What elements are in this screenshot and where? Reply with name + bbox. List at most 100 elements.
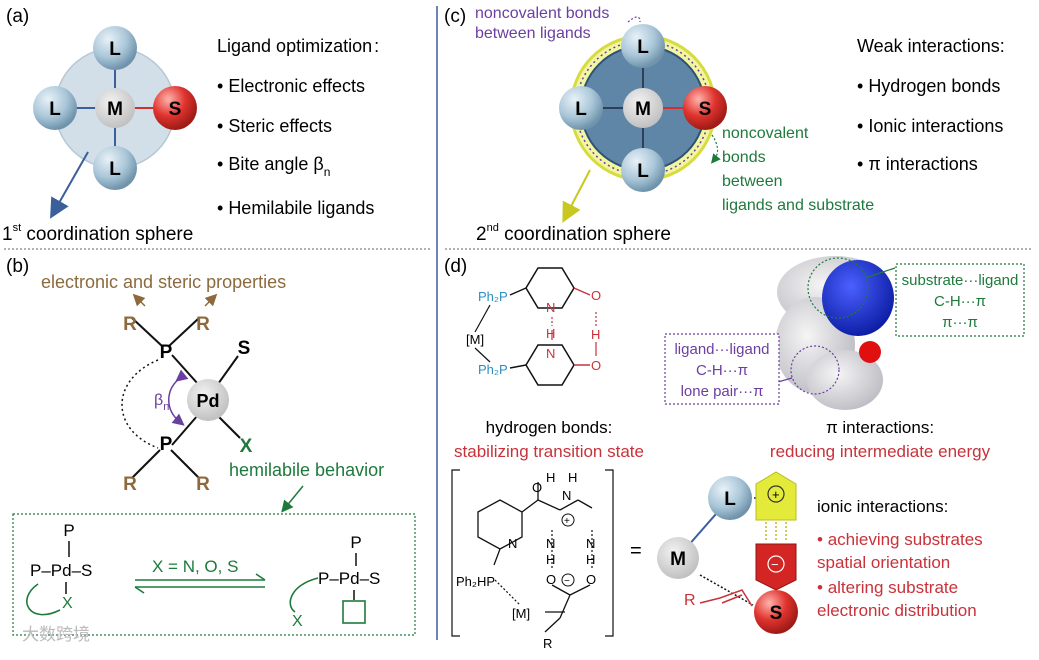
ligand-note-line: between ligands <box>475 25 591 42</box>
second-sphere-label: 2nd coordination sphere <box>476 222 671 245</box>
metal-sphere <box>657 537 699 579</box>
bond <box>544 617 561 633</box>
charge-circle <box>767 555 785 573</box>
ionic-title: ionic interactions: <box>817 497 948 516</box>
bond <box>474 347 491 363</box>
anion-tag <box>755 543 797 591</box>
props-arrow <box>132 293 146 307</box>
alkene-chain <box>699 589 753 607</box>
substrate-label: S <box>169 99 182 120</box>
pointer <box>777 377 793 383</box>
bond <box>509 287 527 296</box>
box-line: π···π <box>942 314 978 331</box>
oxygen-label: O <box>591 358 601 373</box>
r-group-label: R <box>123 474 137 495</box>
pi-subtitle: reducing intermediate energy <box>770 442 991 461</box>
bond <box>217 415 241 439</box>
highlight-ring <box>807 257 869 319</box>
panel-d: (d) Ph₂P [M] Ph₂P N H N O H O hydrogen b… <box>444 256 1025 651</box>
sphere-arrow <box>50 151 89 219</box>
ionic-bullet-1-cont: spatial orientation <box>817 553 950 572</box>
phosphorus-label: P <box>160 434 173 455</box>
bullet-bite-angle: • Bite angle βn <box>217 154 330 179</box>
charge-plus: + <box>564 516 570 527</box>
bond <box>168 317 200 347</box>
substrate-sphere <box>754 590 798 634</box>
props-label: electronic and steric properties <box>41 272 286 292</box>
equals-sign: = <box>630 540 642 562</box>
ligand-top <box>93 26 137 70</box>
oxygen-label: O <box>586 572 596 587</box>
metal-label: [M] <box>512 606 530 621</box>
right-complex-label: P–Pd–S <box>318 569 380 588</box>
bond <box>131 449 161 479</box>
bond <box>131 317 163 347</box>
hydrogen-label: H <box>546 552 555 567</box>
oxygen-label: O <box>532 480 542 495</box>
substrate-sphere <box>683 86 727 130</box>
weak-interactions-heading: Weak interactions: <box>857 36 1005 56</box>
coordination-bond <box>494 579 521 606</box>
watermark: 大数跨境 <box>22 625 90 644</box>
r-group-label: R <box>684 592 696 609</box>
bond <box>170 449 200 479</box>
bond <box>171 354 199 385</box>
ligand-sphere <box>708 476 752 520</box>
charge-minus: − <box>771 557 779 572</box>
highlight-ring <box>790 345 840 395</box>
reverse-arrowhead <box>134 586 145 594</box>
substrate-surface <box>822 260 894 336</box>
bond <box>537 499 561 511</box>
bullet-hemilabile: • Hemilabile ligands <box>217 198 374 218</box>
panel-d-tag: (d) <box>444 256 467 277</box>
hemilabile-label: hemilabile behavior <box>229 460 384 480</box>
ligand-bottom <box>93 146 137 190</box>
ligand-left <box>559 86 603 130</box>
phosphine-label: Ph₂P <box>478 289 508 304</box>
bond <box>217 355 239 385</box>
ligand-label: L <box>109 39 121 60</box>
substrate-label: S <box>770 603 783 624</box>
ionic-cartoon: + − L M S R <box>657 471 798 634</box>
metal-label: [M] <box>466 332 484 347</box>
nitrogen-label: N <box>562 488 571 503</box>
metal-center <box>95 88 135 128</box>
bracket-right <box>605 469 614 637</box>
hydrogen-label: H <box>591 327 600 342</box>
first-sphere-label: 1st coordination sphere <box>2 222 193 245</box>
hydrogen-label: H <box>546 470 555 485</box>
ligand-label: L <box>724 489 736 510</box>
hemilabile-atom-label: X <box>240 436 253 457</box>
nitrogen-label: N <box>546 300 555 315</box>
metal-center <box>623 88 663 128</box>
substrate-ligand-box <box>895 263 1025 337</box>
box-line: ligand···ligand <box>674 341 769 358</box>
bond <box>521 499 539 513</box>
box-line: substrate···ligand <box>902 272 1019 289</box>
bond <box>509 364 527 369</box>
ligand-note-pointer <box>627 16 641 23</box>
nitrogen-label: N <box>546 536 555 551</box>
hbond-subtitle: stabilizing transition state <box>454 442 644 461</box>
pyridine-ring <box>477 499 523 550</box>
chelate-arc <box>26 583 61 616</box>
oxygen-label: O <box>591 288 601 303</box>
bite-angle-arc <box>168 369 189 426</box>
hydrogen-label: H <box>546 326 555 341</box>
bond <box>474 304 491 333</box>
bond <box>559 499 579 511</box>
ligand-label: L <box>109 159 121 180</box>
ligand-label: L <box>637 37 649 58</box>
bite-angle-label: βn <box>154 392 169 413</box>
bullet-ionic: • Ionic interactions <box>857 116 1003 136</box>
metal-label: M <box>635 99 651 120</box>
phosphorus-label: P <box>63 521 74 540</box>
x-label: X <box>62 595 73 612</box>
chelate-arc <box>289 577 319 613</box>
panel-b-tag: (b) <box>6 256 29 277</box>
substrate-label: S <box>238 338 251 359</box>
bracket-left <box>451 469 460 637</box>
left-complex-label: P–Pd–S <box>30 561 92 580</box>
nitrogen-label: N <box>546 346 555 361</box>
